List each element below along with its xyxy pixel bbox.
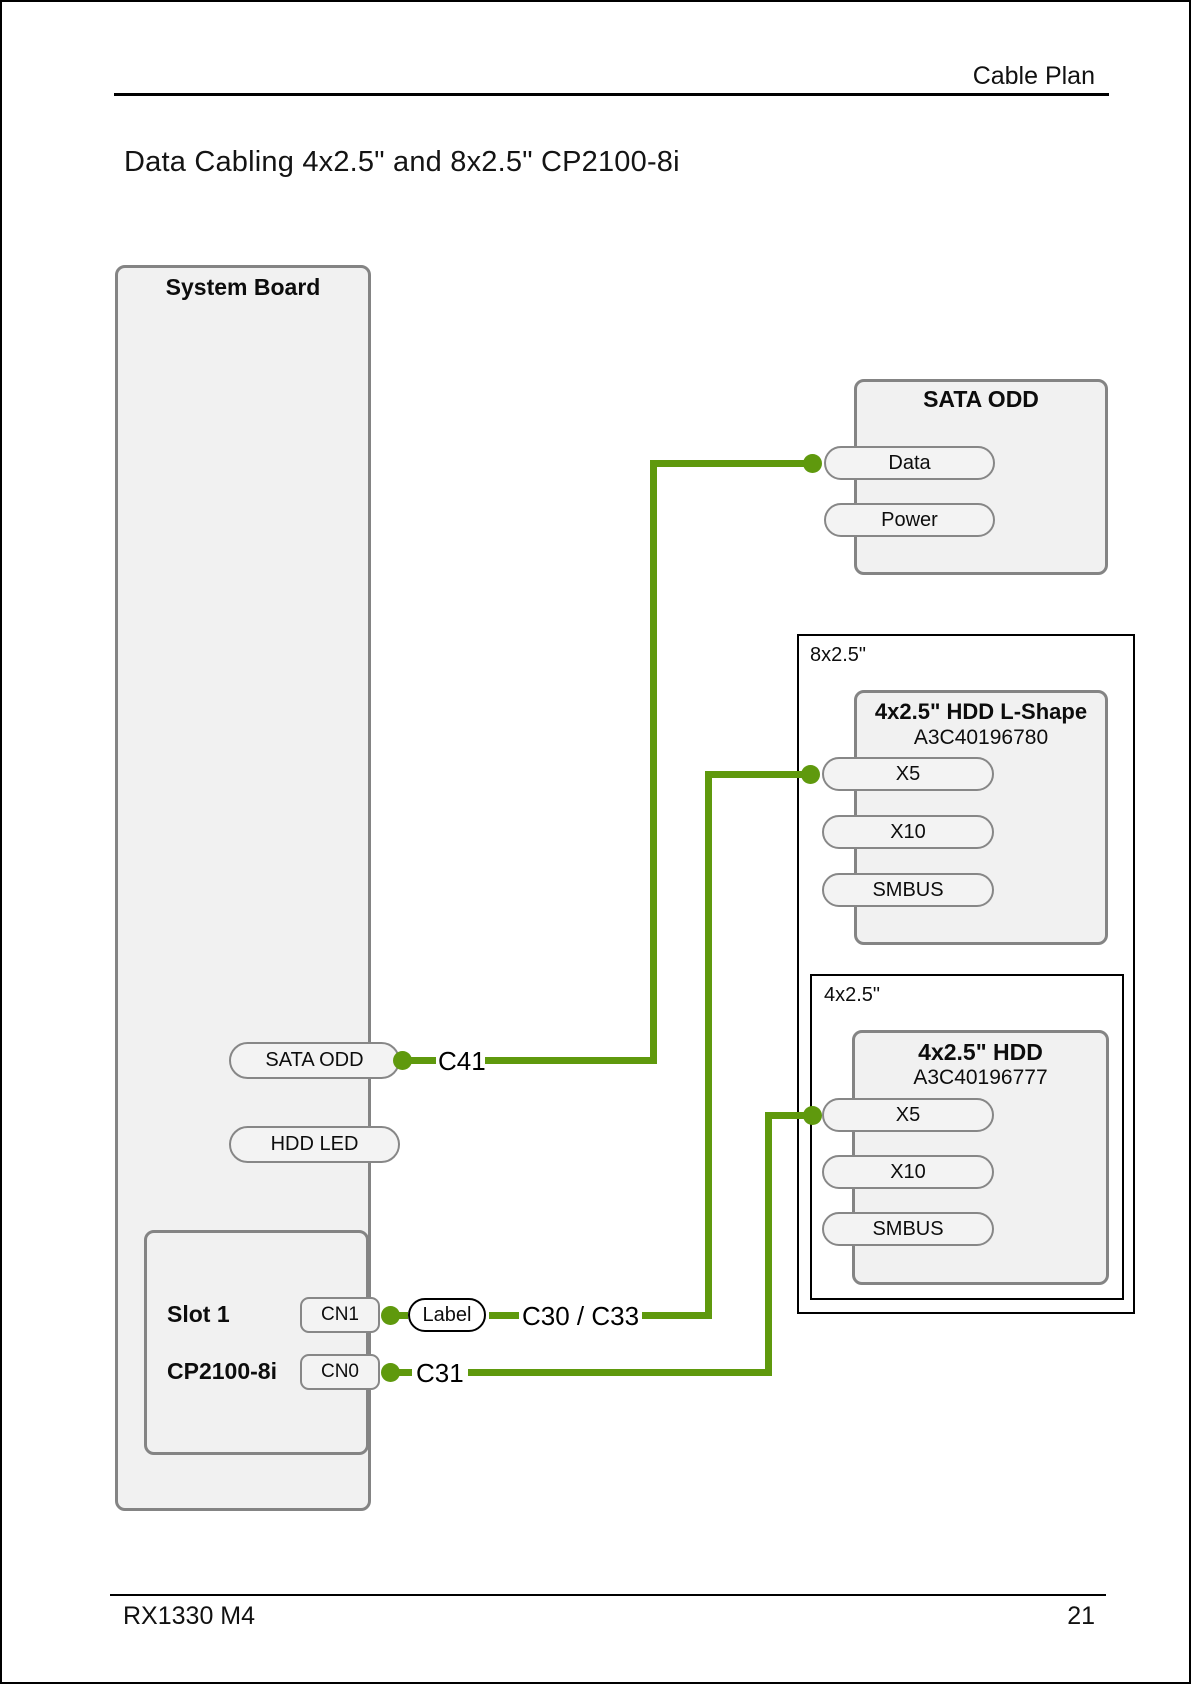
hdd-l-shape-part-number: A3C40196780 [913, 726, 1049, 749]
x5-port-pill-hdd: X5 [822, 1098, 994, 1132]
cable-c41-segment [406, 1057, 436, 1064]
x10-port-pill-hdd: X10 [822, 1155, 994, 1189]
slot1-label: Slot 1 [167, 1301, 230, 1327]
smbus-port-pill-l-shape: SMBUS [822, 873, 994, 907]
cable-c41-segment [485, 1057, 653, 1064]
cable-c31-segment [765, 1112, 812, 1119]
power-port-pill: Power [824, 503, 995, 537]
x10-port-pill-l-shape: X10 [822, 815, 994, 849]
cable-c31-end-dot [803, 1106, 822, 1125]
cable-c31-segment [394, 1369, 412, 1376]
hdd-title: 4x2.5" HDD [918, 1039, 1043, 1065]
footer-model: RX1330 M4 [123, 1602, 256, 1630]
smbus-port-pill-hdd: SMBUS [822, 1212, 994, 1246]
cable-c30-c33-segment [705, 771, 810, 778]
cable-c30-c33-label: C30 / C33 [522, 1301, 640, 1331]
cable-c31-riser [765, 1112, 772, 1376]
cable-c41-segment [650, 460, 813, 467]
cable-c30-c33-end-dot [801, 765, 820, 784]
cable-c41-label: C41 [438, 1046, 486, 1076]
cable-c31-segment [468, 1369, 768, 1376]
footer-page-number: 21 [1067, 1602, 1095, 1630]
cable-c41-start-dot [393, 1051, 412, 1070]
header-title: Cable Plan [972, 62, 1095, 90]
cable-c30-c33-segment [642, 1312, 712, 1319]
cable-c31-start-dot [381, 1363, 400, 1382]
cn0-connector-pill: CN0 [300, 1354, 380, 1390]
cable-label-tag-pill: Label [408, 1298, 486, 1332]
hdd-part-number: A3C40196777 [913, 1066, 1048, 1089]
enclosure-4x25-label: 4x2.5" [824, 984, 881, 1006]
cable-c41-riser [650, 460, 657, 1064]
cable-c31-label: C31 [416, 1358, 464, 1388]
cn1-connector-pill: CN1 [300, 1297, 380, 1333]
data-port-pill: Data [824, 446, 995, 480]
cable-c30-c33-segment [489, 1312, 519, 1319]
slot1-box [144, 1230, 369, 1455]
enclosure-8x25-label: 8x2.5" [810, 644, 867, 666]
cable-c30-c33-start-dot [381, 1306, 400, 1325]
cable-c30-c33-segment [394, 1312, 408, 1319]
cable-c41-end-dot [803, 454, 822, 473]
hdd-led-connector-pill: HDD LED [229, 1126, 400, 1163]
hdd-l-shape-title: 4x2.5" HDD L-Shape [874, 699, 1088, 724]
x5-port-pill-l-shape: X5 [822, 757, 994, 791]
footer-rule [110, 1594, 1106, 1596]
header-rule [114, 93, 1109, 96]
page-title: Data Cabling 4x2.5" and 8x2.5" CP2100-8i [124, 146, 680, 178]
cable-c30-c33-riser [705, 771, 712, 1319]
system-board-title: System Board [165, 274, 321, 300]
sata-odd-drive-title: SATA ODD [923, 386, 1039, 412]
sata-odd-connector-pill: SATA ODD [229, 1042, 400, 1079]
cp2100-8i-label: CP2100-8i [167, 1358, 277, 1384]
